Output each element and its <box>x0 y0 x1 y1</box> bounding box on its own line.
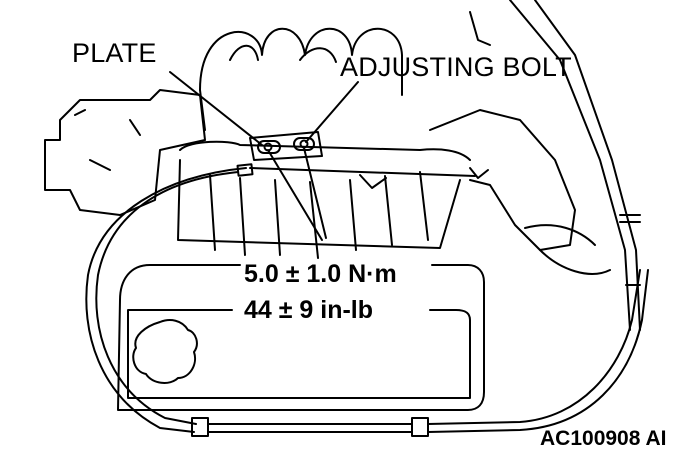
adjusting-bolt-label: ADJUSTING BOLT <box>340 52 572 82</box>
figure-id: AC100908 AI <box>540 427 667 450</box>
body-panel-edge <box>469 0 641 331</box>
accelerator-cable <box>85 163 649 437</box>
torque-imperial-value: 44 ± 9 in-lb <box>244 296 374 324</box>
plate-label: PLATE <box>72 38 157 68</box>
engine-cover <box>117 264 485 411</box>
manifold-body <box>177 140 489 259</box>
air-duct <box>429 109 611 275</box>
torque-metric-value: 5.0 ± 1.0 N·m <box>244 260 397 288</box>
leader-lines <box>169 71 359 241</box>
intake-plenum <box>199 27 403 131</box>
left-component <box>44 89 206 216</box>
